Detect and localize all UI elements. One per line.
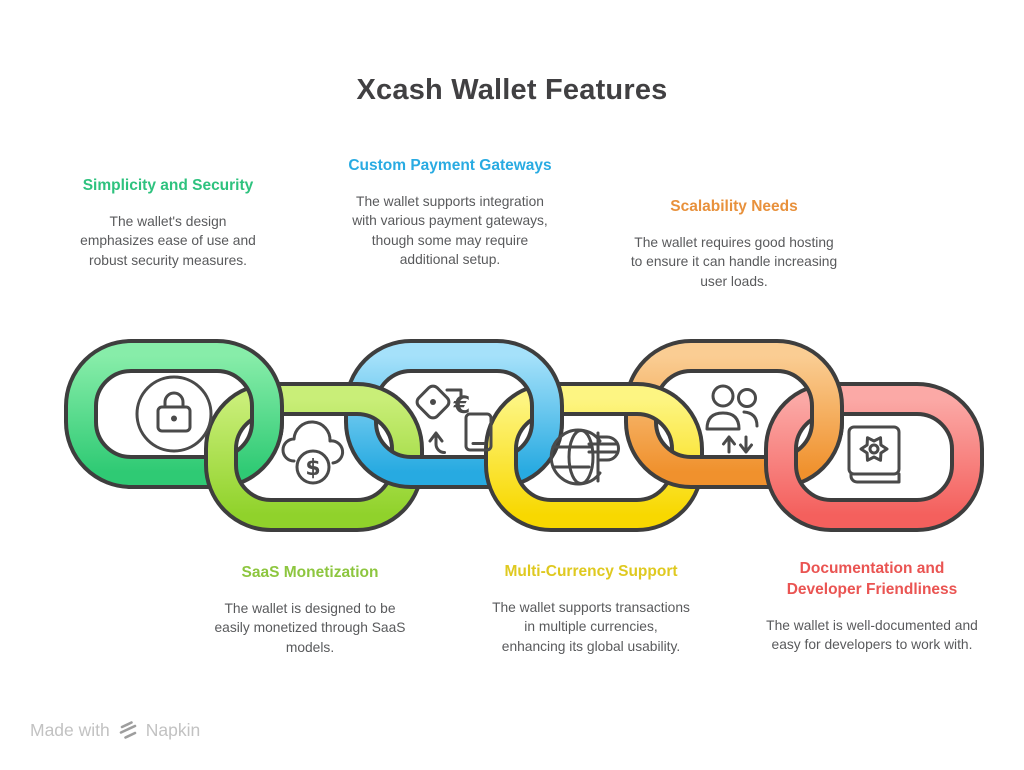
brand-name: Napkin xyxy=(145,719,201,740)
globe-currency-icon xyxy=(549,428,620,486)
feature-description: The wallet's design emphasizes ease of u… xyxy=(80,213,256,268)
feature-simplicity-and-security: Simplicity and Security The wallet's des… xyxy=(72,176,264,270)
payment-exchange-icon: € xyxy=(415,384,493,454)
feature-title: Documentation and Developer Friendliness xyxy=(786,560,958,598)
napkin-credit: Made with Napkin xyxy=(30,719,200,741)
feature-description: The wallet requires good hosting to ensu… xyxy=(630,234,838,289)
feature-title: Custom Payment Gateways xyxy=(348,157,552,174)
feature-title: Multi-Currency Support xyxy=(504,563,678,580)
feature-description: The wallet supports integration with var… xyxy=(352,193,548,267)
svg-text:€: € xyxy=(453,391,471,419)
lock-icon xyxy=(135,375,213,453)
feature-documentation-developer-friendliness: Documentation and Developer Friendliness… xyxy=(764,559,980,654)
feature-title: Simplicity and Security xyxy=(82,177,254,194)
feature-multi-currency-support: Multi-Currency Support The wallet suppor… xyxy=(492,562,690,656)
feature-description: The wallet is designed to be easily mone… xyxy=(214,600,406,655)
feature-description: The wallet supports transactions in mult… xyxy=(492,599,690,654)
book-gear-icon xyxy=(847,425,901,484)
svg-text:$: $ xyxy=(305,456,320,481)
feature-custom-payment-gateways: Custom Payment Gateways The wallet suppo… xyxy=(348,156,552,269)
feature-title: Scalability Needs xyxy=(670,198,798,215)
feature-title: SaaS Monetization xyxy=(241,564,379,581)
users-scale-icon xyxy=(705,384,759,454)
page-title: Xcash Wallet Features xyxy=(356,74,668,106)
cloud-dollar-icon: $ xyxy=(281,420,345,485)
made-with-label: Made with xyxy=(30,719,110,740)
feature-description: The wallet is well-documented and easy f… xyxy=(766,617,978,653)
chain-link-red xyxy=(764,382,984,532)
feature-saas-monetization: SaaS Monetization The wallet is designed… xyxy=(206,563,414,657)
napkin-logo-icon xyxy=(119,721,137,739)
feature-scalability-needs: Scalability Needs The wallet requires go… xyxy=(630,197,838,291)
